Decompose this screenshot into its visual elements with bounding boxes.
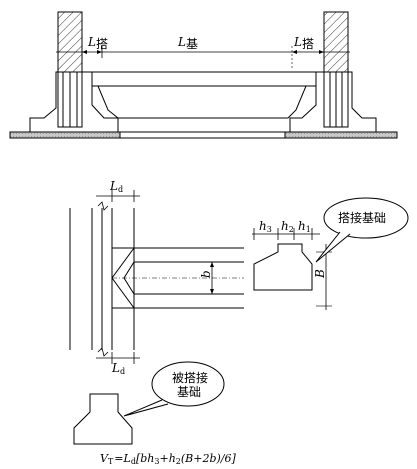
- callout-lap-bubble: [323, 197, 409, 239]
- label-h3: h3: [259, 219, 272, 234]
- callout-lapped-text-2: 基础: [177, 385, 201, 399]
- lap-foundation-section: [253, 243, 313, 291]
- label-ld-bottom: Ld: [111, 361, 125, 376]
- volume-formula: VT=Ld[bh3+h2(B+2b)/6]: [100, 452, 237, 466]
- lapped-foundation-section: [73, 393, 133, 445]
- right-wall: [323, 11, 349, 73]
- center-foundation: [91, 71, 317, 119]
- ground-left: [9, 131, 121, 139]
- plan-view: [69, 190, 409, 364]
- label-l-lap-right: L搭: [293, 35, 314, 51]
- callout-lapped-text-1: 被搭接: [172, 370, 208, 385]
- right-footing: [289, 71, 377, 133]
- label-b: b: [199, 270, 213, 278]
- elevation-view: [9, 11, 398, 139]
- ground-right: [284, 131, 398, 139]
- callout-lap-text: 搭接基础: [338, 210, 386, 225]
- label-h1: h1: [298, 219, 311, 234]
- label-l-lap-left: L搭: [87, 35, 108, 51]
- label-h2: h2: [281, 219, 294, 234]
- left-wall: [57, 11, 83, 73]
- label-B: B: [313, 269, 327, 279]
- lapped-foundation: [73, 361, 225, 445]
- label-l-base: L基: [177, 35, 198, 51]
- left-footing: [29, 71, 119, 133]
- label-ld-top: Ld: [109, 179, 123, 194]
- callout-lapped-bubble: [151, 361, 225, 407]
